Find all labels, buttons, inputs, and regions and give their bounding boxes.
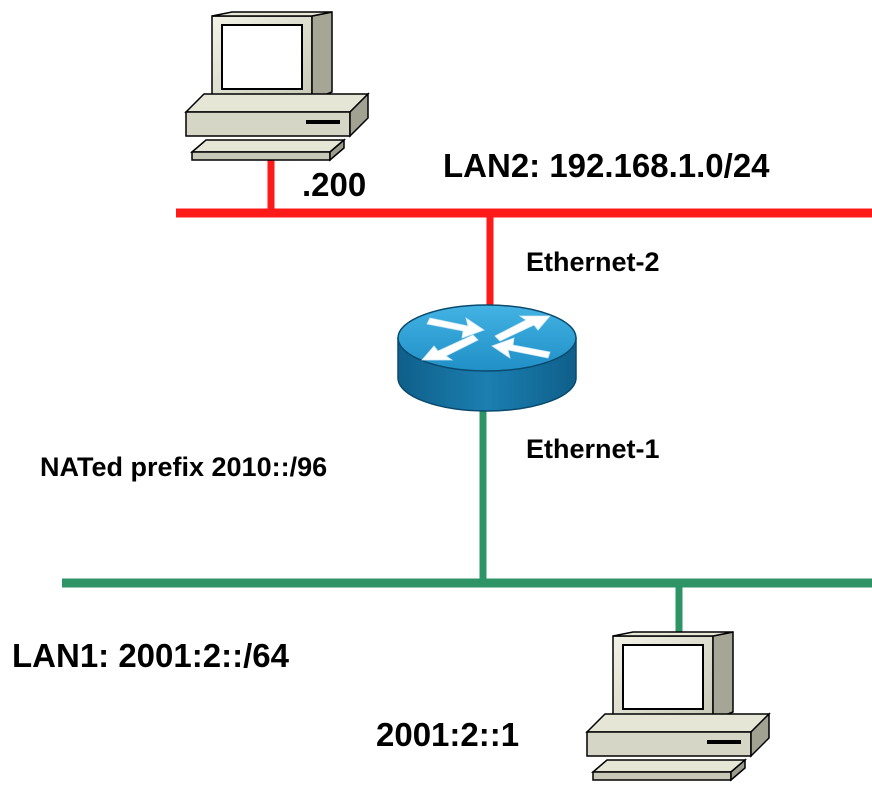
desktop-computer-icon (185, 11, 369, 161)
host-bottom-address-label: 2001:2::1 (376, 716, 519, 753)
host-top-address-label: .200 (302, 166, 366, 203)
lan1-label: LAN1: 2001:2::/64 (12, 637, 290, 674)
ethernet1-label: Ethernet-1 (526, 434, 660, 464)
nated-prefix-label: NATed prefix 2010::/96 (40, 452, 327, 482)
router-arrows-icon (421, 315, 551, 361)
desktop-computer-icon (586, 631, 770, 781)
ethernet2-label: Ethernet-2 (526, 247, 660, 277)
router-icon (397, 304, 577, 412)
lan2-label: LAN2: 192.168.1.0/24 (443, 147, 770, 184)
